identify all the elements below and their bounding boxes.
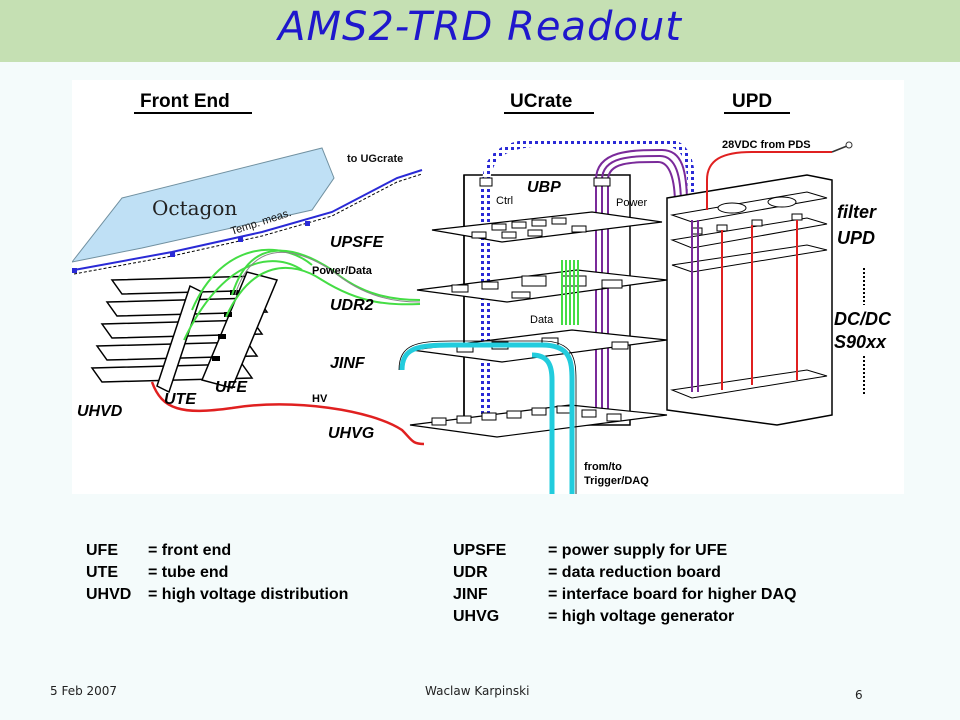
heading-ucrate: UCrate xyxy=(510,91,572,112)
octagon-label: Octagon xyxy=(152,196,237,220)
octagon-shape xyxy=(72,147,335,263)
legend-right: UPSFE= power supply for UFE UDR= data re… xyxy=(453,540,796,628)
legend-item: UHVG= high voltage generator xyxy=(453,608,735,625)
s90xx-label: S90xx xyxy=(834,332,887,352)
daq-cables xyxy=(399,342,575,494)
jinf-label: JINF xyxy=(330,355,366,372)
hv-line xyxy=(150,381,425,446)
ufe-board xyxy=(200,271,279,389)
legend-item: UTE= tube end xyxy=(86,564,229,581)
legend-item: UFE= front end xyxy=(86,542,232,559)
legend-item: UHVD= high voltage distribution xyxy=(86,586,349,603)
ufe-label: UFE xyxy=(215,379,248,396)
uhvd-label: UHVD xyxy=(77,403,123,420)
footer-date: 5 Feb 2007 xyxy=(50,684,118,698)
dcdc-label: DC/DC xyxy=(834,309,892,329)
title-bar xyxy=(0,0,960,62)
ctrl-cable xyxy=(482,138,696,201)
hv-label: HV xyxy=(312,393,328,405)
footer-author: Waclaw Karpinski xyxy=(425,684,530,698)
readout-diagram-svg: Front End UCrate UPD Octagon Temp. meas.… xyxy=(72,91,892,494)
ute-label: UTE xyxy=(164,391,197,408)
slide-title: AMS2-TRD Readout xyxy=(278,4,682,50)
power-data-cables xyxy=(183,248,421,341)
heading-front-end: Front End xyxy=(140,91,230,112)
uhvg-label: UHVG xyxy=(328,425,374,442)
power-label: Power xyxy=(616,197,648,209)
temp-meas-cable xyxy=(73,169,423,271)
power-data-label: Power/Data xyxy=(312,265,373,277)
udr2-label: UDR2 xyxy=(330,297,374,314)
readout-diagram: Front End UCrate UPD Octagon Temp. meas.… xyxy=(72,80,904,494)
ctrl-label: Ctrl xyxy=(496,195,513,207)
from-to-label: from/to xyxy=(584,461,622,473)
legend-left: UFE= front end UTE= tube end UHVD= high … xyxy=(86,540,348,606)
legend-item: UDR= data reduction board xyxy=(453,564,721,581)
heading-upd: UPD xyxy=(732,91,772,112)
data-bus xyxy=(561,260,579,325)
footer-page-number: 6 xyxy=(855,688,863,702)
data-label: Data xyxy=(530,314,554,326)
legend-item: JINF= interface board for higher DAQ xyxy=(453,586,797,603)
ubp-label: UBP xyxy=(527,179,561,196)
upsfe-label: UPSFE xyxy=(330,234,385,251)
vdc-from-pds-label: 28VDC from PDS xyxy=(722,139,811,151)
legend-item: UPSFE= power supply for UFE xyxy=(453,542,728,559)
filter-label: filter xyxy=(837,202,877,222)
upd-label: UPD xyxy=(837,228,875,248)
upd-supply-lines xyxy=(706,151,832,390)
trigger-daq-label: Trigger/DAQ xyxy=(584,475,649,487)
to-ugcrate-label: to UGcrate xyxy=(347,153,403,165)
